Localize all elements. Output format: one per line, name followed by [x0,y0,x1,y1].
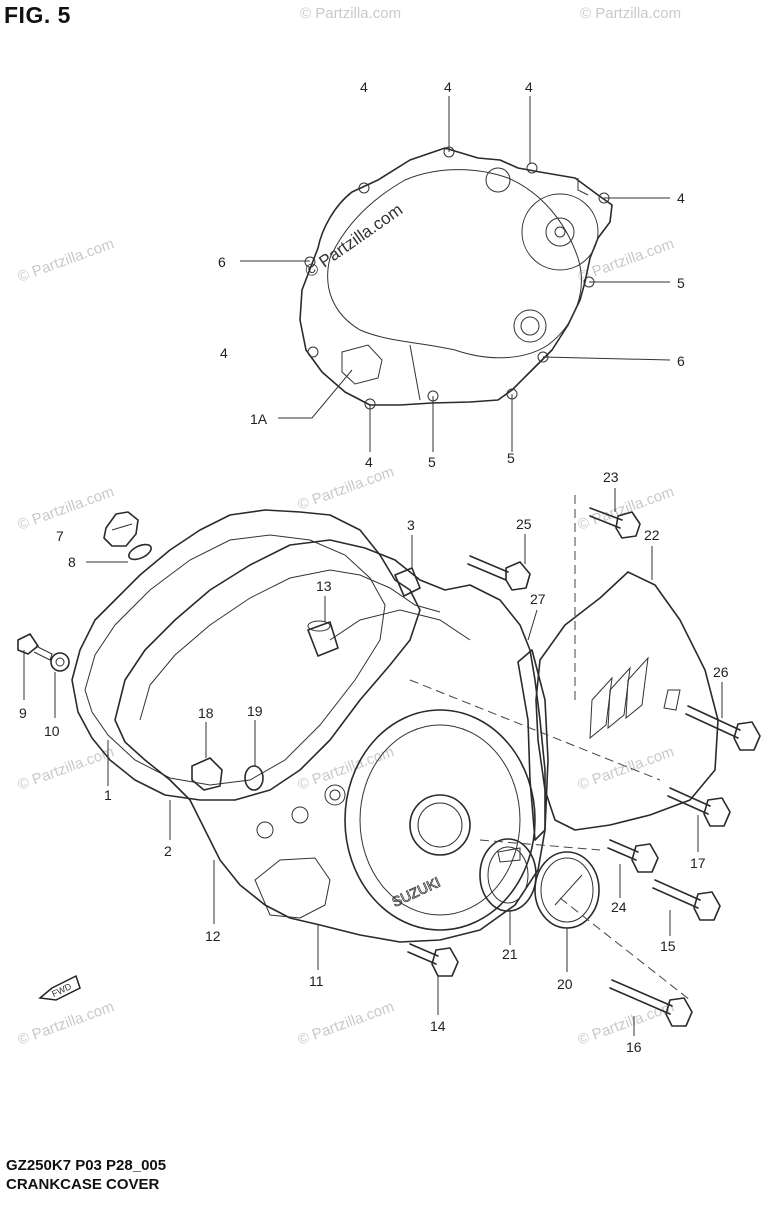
gasket-1-drawing [71,509,421,801]
callout-label: 15 [660,938,676,954]
callout-label: 4 [444,79,452,95]
watermark: © Partzilla.com [16,483,117,534]
callout-label: 7 [56,528,64,544]
callout-label: 3 [407,517,415,533]
side-cover-22-drawing [535,571,719,831]
callout-label: 26 [713,664,729,680]
callout-label: 5 [507,450,515,466]
callout-label: 5 [428,454,436,470]
figure-code: GZ250K7 P03 P28_005 [6,1157,167,1174]
watermark: © Partzilla.com [296,743,397,794]
fwd-arrow-icon: FWD [38,974,81,1001]
gasket-drawing [299,146,613,410]
callout-label: 6 [677,353,685,369]
watermark: © Partzilla.com [576,235,677,286]
callout-label: 11 [309,973,324,989]
callout-label: 4 [365,454,373,470]
watermark: © Partzilla.com [580,5,681,22]
callout-label: 23 [603,469,619,485]
callout-label: 12 [205,928,221,944]
watermark: © Partzilla.com [300,5,401,22]
leader-lines [23,96,723,1036]
callout-label: 18 [198,705,214,721]
callout-label: 4 [360,79,368,95]
callout-label: 25 [516,516,532,532]
figure-name: CRANKCASE COVER [6,1176,160,1193]
callout-label: 9 [19,705,27,721]
callout-label: 5 [677,275,685,291]
watermark: © Partzilla.com [16,998,117,1049]
callout-label: 14 [430,1018,446,1034]
watermark: © Partzilla.com [16,235,117,286]
watermark: © Partzilla.com [576,743,677,794]
callout-label: 1 [104,787,112,803]
callout-label: 8 [68,554,76,570]
watermark: © Partzilla.com [296,463,397,514]
callout-label: 16 [626,1039,642,1055]
small-parts-drawing [17,495,761,1027]
callout-label: 27 [530,591,546,607]
callout-label: 2 [164,843,172,859]
watermark: © Partzilla.com [301,200,406,281]
gasket-27-drawing [517,649,549,841]
callout-label: 6 [218,254,226,270]
callout-label: 10 [44,723,60,739]
callout-label: 20 [557,976,573,992]
callout-label: 17 [690,855,706,871]
callout-label: 13 [316,578,332,594]
callout-label: 4 [677,190,685,206]
callout-label: 1A [250,411,268,427]
callout-labels: 4 4 4 4 6 5 4 6 1A 4 5 5 23 7 3 25 22 8 … [19,79,729,1055]
callout-label: 4 [220,345,228,361]
callout-label: 21 [502,946,518,962]
watermark: © Partzilla.com [16,743,117,794]
svg-text:SUZUKI: SUZUKI [389,874,442,910]
watermark: © Partzilla.com [296,998,397,1049]
callout-label: 19 [247,703,263,719]
callout-label: 24 [611,899,627,915]
figure-title: FIG. 5 [4,2,71,28]
watermark-layer: © Partzilla.com © Partzilla.com © Partzi… [16,5,682,1049]
callout-label: 4 [525,79,533,95]
callout-label: 22 [644,527,660,543]
